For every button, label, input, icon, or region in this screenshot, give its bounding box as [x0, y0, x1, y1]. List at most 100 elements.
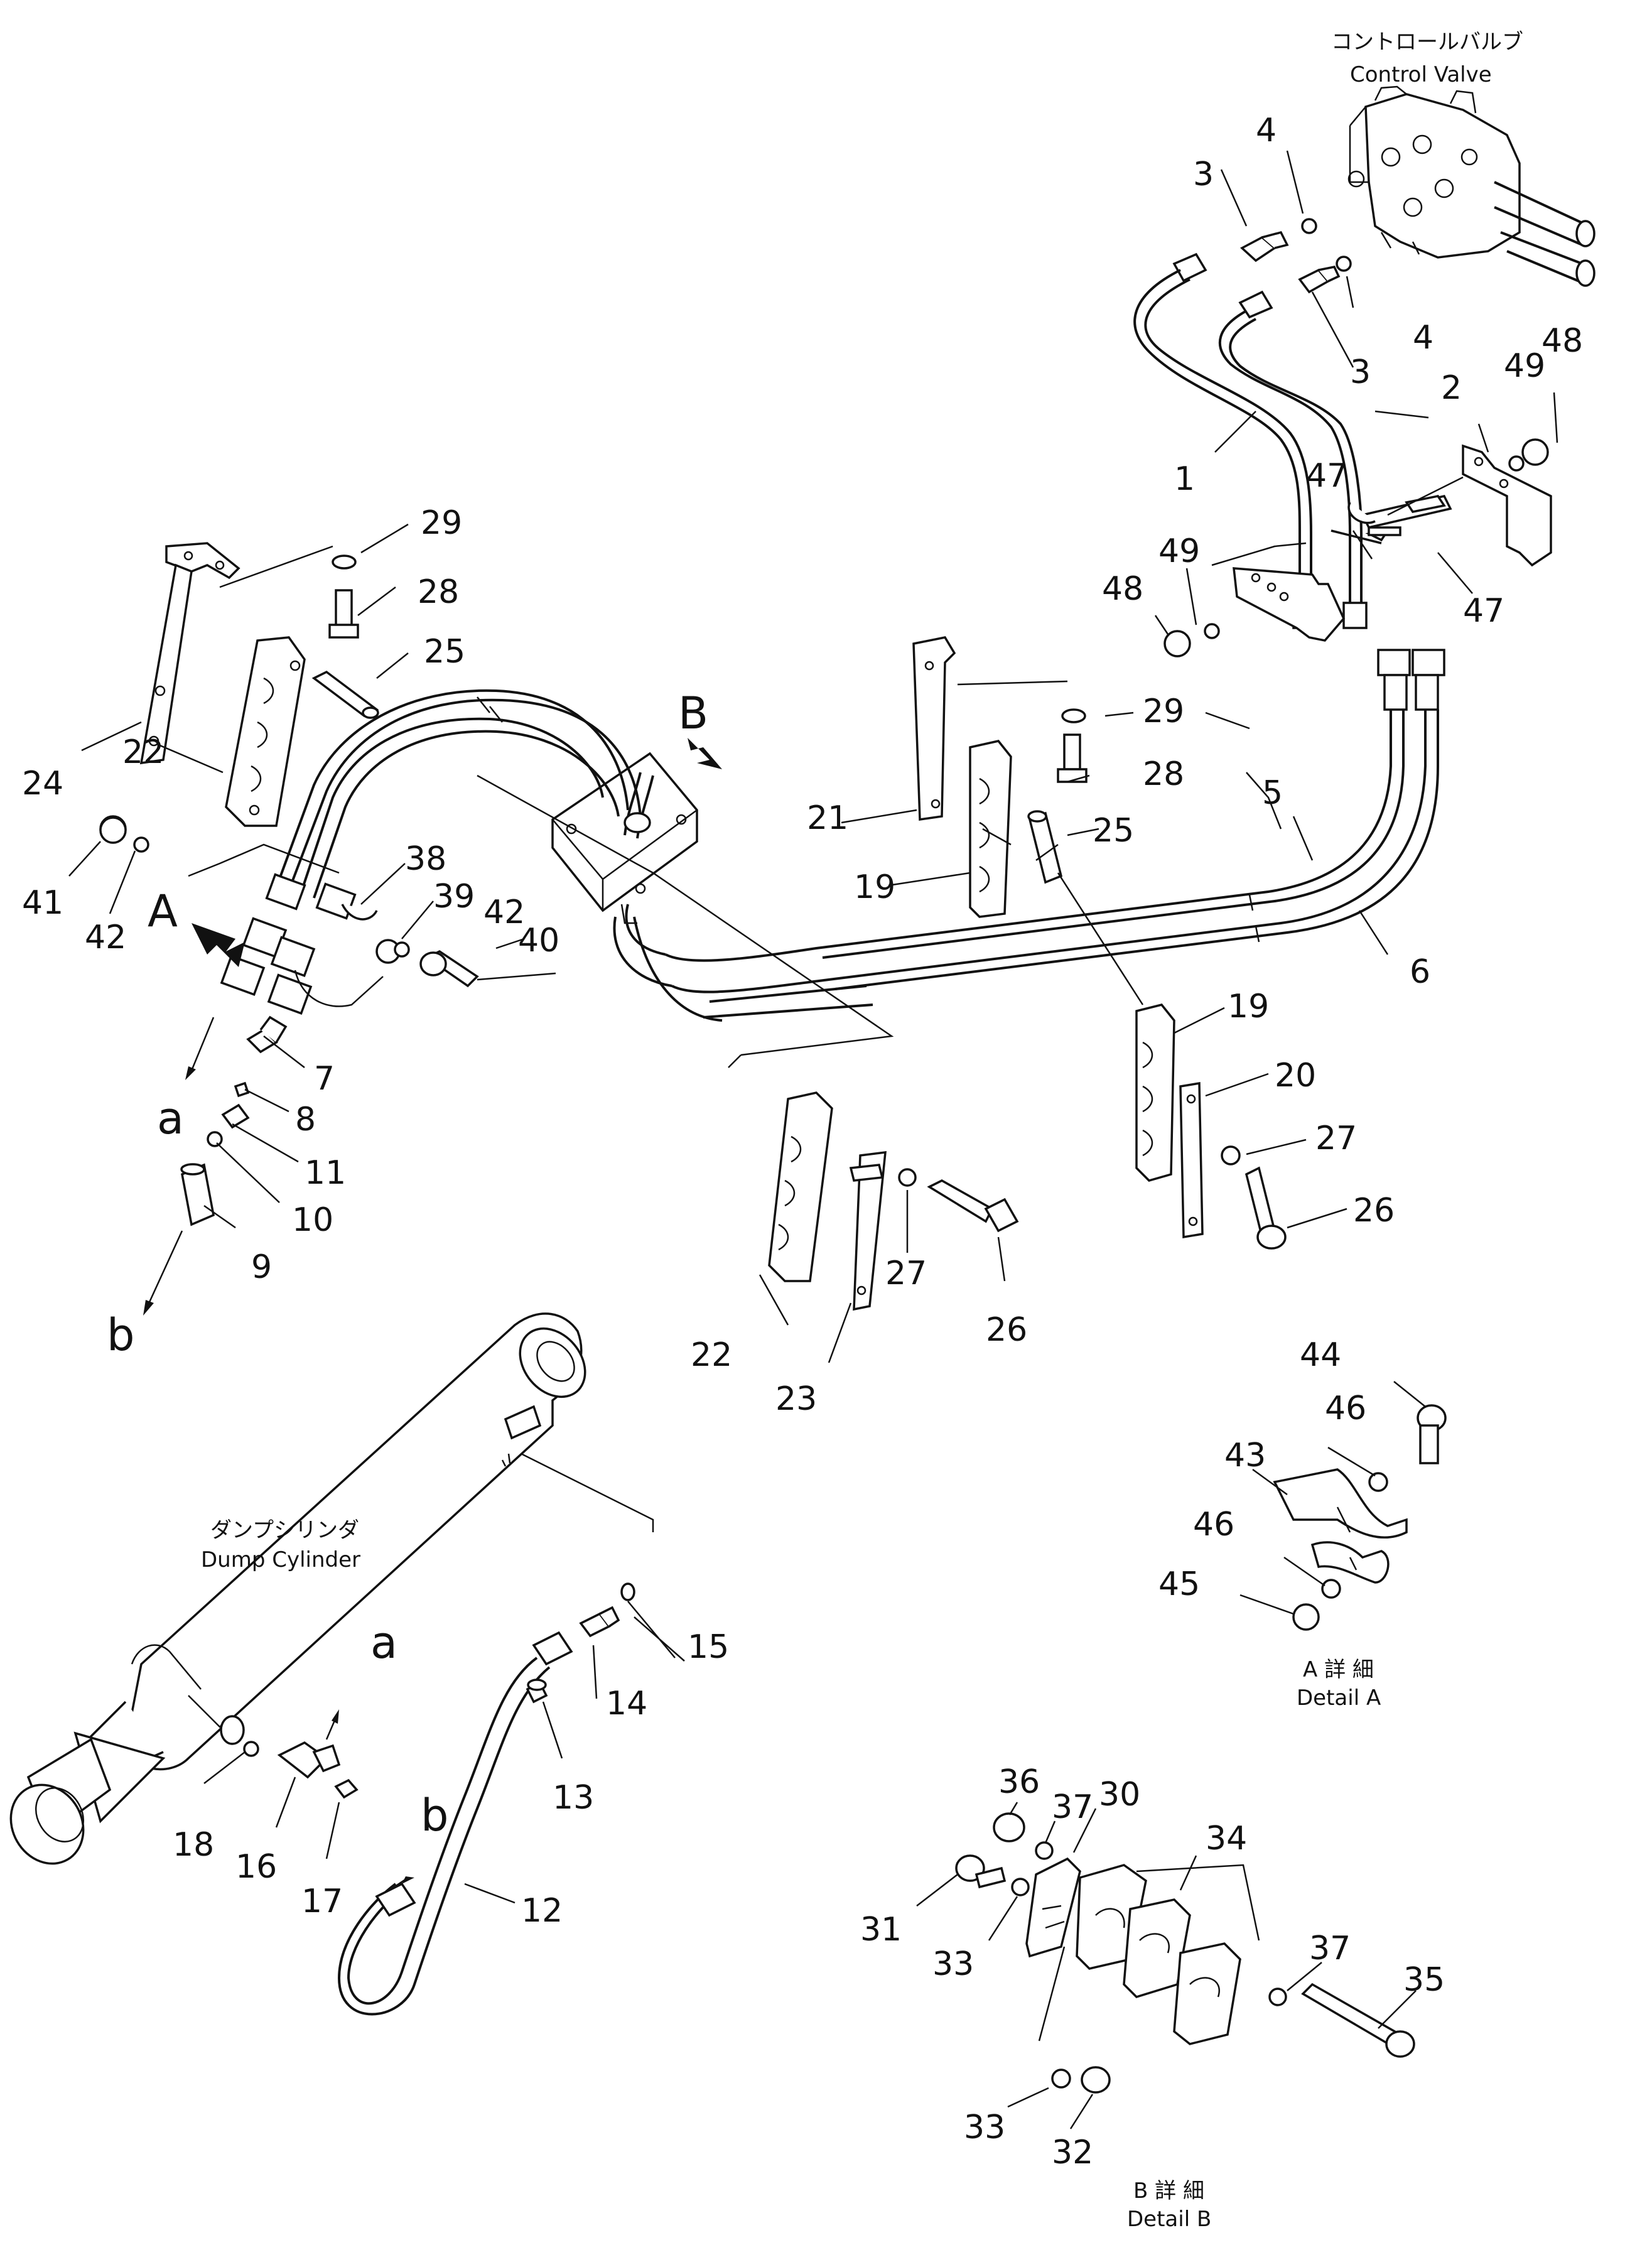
part-number-29-upper: 29 [421, 504, 462, 542]
dump-cylinder-label-jp: ダンプシリンダ [210, 1518, 359, 1543]
number-leaders [68, 150, 1558, 2129]
part-number-14: 14 [606, 1685, 647, 1723]
part-number-25-lower: 25 [1093, 812, 1134, 850]
detail-b-drawing [955, 1812, 1415, 2094]
lower-clamp-assembly [768, 1091, 1019, 1311]
detail-b-label-en: Detail B [1127, 2207, 1211, 2232]
view-arrow-a-label: A [148, 885, 178, 937]
reference-letters: A B a b a b [107, 688, 708, 1841]
part-number-47-right: 47 [1463, 592, 1504, 630]
fittings-at-a [180, 873, 401, 1226]
part-number-41: 41 [22, 884, 63, 922]
part-number-27-upper: 27 [1315, 1120, 1357, 1157]
part-number-48-right: 48 [1541, 322, 1583, 360]
ref-letter-a-lower: a [370, 1617, 397, 1669]
control-valve-label-jp: コントロールバルブ [1331, 30, 1523, 55]
hose-clip-hardware [99, 816, 479, 988]
hoses-5-6 [613, 649, 1445, 1022]
part-number-27-lower: 27 [885, 1255, 927, 1292]
part-number-36: 36 [998, 1763, 1040, 1801]
part-number-11: 11 [305, 1154, 346, 1192]
part-number-4-upper: 4 [1256, 112, 1277, 149]
part-number-22-upper: 22 [122, 733, 164, 771]
block-b-clamp [551, 752, 698, 924]
part-number-5: 5 [1262, 774, 1283, 812]
part-number-20: 20 [1275, 1057, 1316, 1095]
part-number-24: 24 [22, 765, 63, 803]
part-number-38: 38 [405, 840, 446, 878]
part-number-10: 10 [292, 1201, 333, 1239]
part-number-4-lower: 4 [1413, 319, 1433, 357]
arrows [143, 738, 722, 1316]
part-number-42-right: 42 [483, 894, 525, 931]
detail-a-drawing [1273, 1404, 1447, 1631]
part-number-28-upper: 28 [418, 573, 459, 611]
part-number-35: 35 [1403, 1961, 1445, 1999]
part-number-33-lower: 33 [964, 2109, 1005, 2146]
part-number-15: 15 [688, 1628, 729, 1666]
part-number-19-upper: 19 [854, 868, 895, 906]
hose-12-assembly [337, 1582, 635, 2016]
part-number-46-upper: 46 [1325, 1390, 1366, 1427]
part-number-37-upper: 37 [1052, 1788, 1093, 1826]
part-number-19-lower: 19 [1228, 988, 1269, 1025]
part-number-49-right: 49 [1504, 347, 1545, 385]
part-number-26-upper: 26 [1353, 1192, 1395, 1230]
part-number-34: 34 [1206, 1820, 1247, 1858]
part-number-42-left: 42 [85, 919, 126, 956]
hose-brackets-47 [1163, 438, 1552, 657]
part-number-30: 30 [1099, 1776, 1140, 1814]
right-clamp-assembly [1135, 1003, 1287, 1250]
valve-fittings [1172, 218, 1352, 319]
part-number-7: 7 [314, 1060, 335, 1098]
part-number-49-left: 49 [1158, 533, 1200, 570]
part-number-3-lower: 3 [1350, 354, 1371, 391]
part-number-1: 1 [1174, 460, 1195, 498]
part-number-26-lower: 26 [986, 1311, 1027, 1349]
leader-lines [188, 476, 1464, 1532]
part-number-29-lower: 29 [1143, 693, 1184, 730]
detail-a-label-en: Detail A [1297, 1685, 1381, 1711]
part-number-32: 32 [1052, 2134, 1093, 2172]
part-number-23: 23 [775, 1380, 817, 1418]
part-number-44: 44 [1300, 1336, 1341, 1374]
part-number-18: 18 [173, 1826, 214, 1864]
view-arrow-b-label: B [678, 688, 708, 739]
part-number-31: 31 [860, 1911, 902, 1949]
control-valve-drawing [1347, 85, 1595, 287]
middle-bracket-assembly [912, 636, 1144, 1005]
part-number-33-upper: 33 [932, 1945, 974, 1983]
cylinder-fittings [243, 1709, 359, 1799]
part-number-47-left: 47 [1306, 457, 1347, 495]
dump-cylinder-drawing [9, 1312, 586, 1865]
part-number-13: 13 [553, 1779, 594, 1817]
part-number-22-lower: 22 [691, 1336, 732, 1374]
part-number-37-lower: 37 [1309, 1930, 1351, 1967]
part-number-21: 21 [807, 799, 848, 837]
ref-letter-b-lower: b [421, 1790, 448, 1841]
ref-letter-a-upper: a [157, 1093, 184, 1144]
part-number-callouts: 1 2 3 3 4 4 5 6 7 8 9 10 11 12 13 14 15 … [22, 112, 1583, 2172]
part-number-3-upper: 3 [1193, 156, 1214, 193]
part-number-9: 9 [251, 1248, 272, 1286]
part-number-46-lower: 46 [1193, 1506, 1234, 1544]
part-number-28-lower: 28 [1143, 755, 1184, 793]
part-number-17: 17 [301, 1883, 343, 1920]
captions: コントロールバルブ Control Valve ダンプシリンダ Dump Cyl… [201, 30, 1523, 2232]
control-valve-label-en: Control Valve [1350, 62, 1492, 87]
part-number-39: 39 [433, 878, 475, 916]
dump-cylinder-label-en: Dump Cylinder [201, 1547, 360, 1572]
part-number-2: 2 [1441, 369, 1462, 407]
part-number-48-left: 48 [1102, 570, 1143, 608]
part-number-12: 12 [521, 1892, 563, 1930]
part-number-16: 16 [235, 1848, 277, 1886]
left-bracket-assembly [99, 542, 379, 853]
part-number-45: 45 [1158, 1566, 1200, 1603]
part-number-43: 43 [1224, 1437, 1266, 1474]
part-number-6: 6 [1410, 953, 1430, 991]
part-number-40: 40 [518, 922, 559, 960]
detail-a-label-jp: A 詳 細 [1303, 1657, 1374, 1682]
ref-letter-b-upper: b [107, 1309, 134, 1361]
